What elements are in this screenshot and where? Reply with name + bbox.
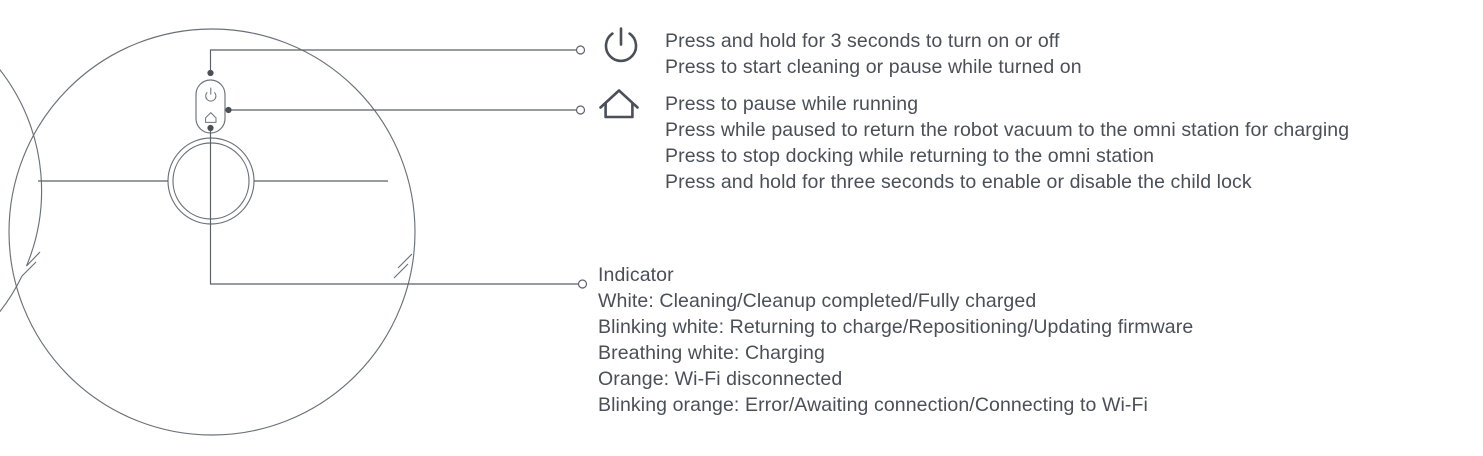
indicator-line-3: Breathing white: Charging (598, 342, 825, 364)
power-line-2: Press to start cleaning or pause while t… (665, 56, 1082, 78)
leader-indicator-endpoint (577, 279, 588, 289)
home-icon (598, 88, 650, 126)
robot-vacuum-body (0, 28, 416, 456)
indicator-heading: Indicator (598, 264, 674, 286)
bumper-gap-notch-upper (21, 261, 37, 277)
leader-power (209, 49, 576, 73)
indicator-line-1: White: Cleaning/Cleanup completed/Fully … (598, 290, 1037, 312)
leader-home-dot (225, 106, 232, 114)
home-line-1: Press to pause while running (665, 93, 919, 115)
bumper-gap-notch-lower (26, 251, 41, 267)
power-callout-text: Press and hold for 3 seconds to turn on … (652, 24, 1082, 80)
indicator-line-4: Orange: Wi-Fi disconnected (598, 368, 843, 390)
indicator-line-2: Blinking white: Returning to charge/Repo… (598, 316, 1194, 338)
bumper-gap-notch-right-lower (393, 263, 409, 279)
bumper-gap-notch-right-upper (397, 253, 413, 269)
callout-indicator: Indicator White: Cleaning/Cleanup comple… (598, 262, 1193, 418)
leader-power-endpoint (575, 45, 586, 55)
home-line-4: Press and hold for three seconds to enab… (665, 171, 1252, 193)
outer-body-circle (8, 28, 416, 436)
callout-power: Press and hold for 3 seconds to turn on … (600, 24, 1082, 80)
panel-home-icon (205, 112, 217, 123)
indicator-line-5: Blinking orange: Error/Awaiting connecti… (598, 394, 1148, 416)
power-line-1: Press and hold for 3 seconds to turn on … (665, 30, 1060, 52)
leader-power-dot (207, 69, 214, 77)
callout-home: Press to pause while running Press while… (598, 88, 1349, 195)
home-line-2: Press while paused to return the robot v… (665, 119, 1350, 141)
home-line-3: Press to stop docking while returning to… (665, 145, 1155, 167)
home-callout-text: Press to pause while running Press while… (650, 88, 1349, 195)
bumper-ring (0, 73, 25, 456)
indicator-callout-text: Indicator White: Cleaning/Cleanup comple… (598, 262, 1193, 418)
bumper-ring-arc (0, 69, 43, 313)
power-icon (600, 24, 652, 66)
leader-lines (38, 45, 588, 289)
panel-power-icon (205, 87, 217, 102)
leader-indicator-dot (207, 124, 214, 132)
leader-indicator (209, 128, 578, 285)
leader-home-endpoint (575, 105, 586, 115)
